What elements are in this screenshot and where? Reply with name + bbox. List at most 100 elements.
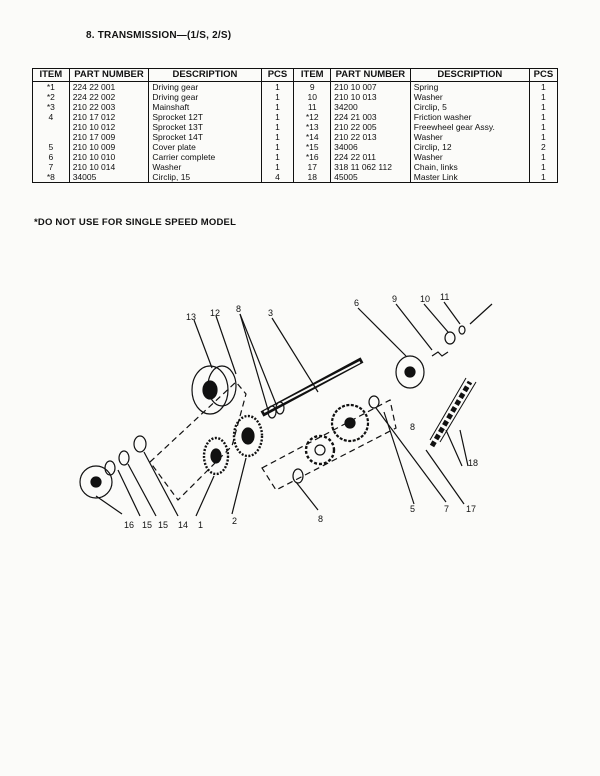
col-part-number: PART NUMBER <box>68 68 150 82</box>
cell-part-number: 210 10 010 <box>68 152 150 162</box>
cell-pcs: 1 <box>260 122 295 132</box>
washer-16 <box>79 465 113 499</box>
cell-pcs: 1 <box>528 81 559 92</box>
cell-description: Freewheel gear Assy. <box>409 122 530 132</box>
cell-part-number: 224 22 002 <box>68 92 150 102</box>
cell-part-number: 34200 <box>330 102 411 112</box>
cell-description: Chain, links <box>409 162 530 172</box>
cell-item: 6 <box>32 152 70 162</box>
cell-item: 5 <box>32 142 70 152</box>
carrier-outline-right <box>261 399 397 491</box>
cell-pcs: 1 <box>528 102 559 112</box>
cell-pcs: 1 <box>528 172 559 183</box>
cell-part-number: 210 17 009 <box>68 132 150 142</box>
cell-part-number: 210 10 012 <box>68 122 150 132</box>
freewheel-gear-assy <box>191 365 229 415</box>
cell-pcs: 1 <box>528 122 559 132</box>
cell-description: Cover plate <box>148 142 262 152</box>
callout-label: 8 <box>318 514 323 524</box>
cell-description: Master Link <box>409 172 530 183</box>
cell-pcs: 1 <box>528 112 559 122</box>
cell-part-number: 210 10 009 <box>68 142 150 152</box>
col-pcs: PCS <box>528 68 559 82</box>
callout-label: 8 <box>410 422 415 432</box>
cell-part-number: 318 11 062 112 <box>330 162 411 172</box>
cell-pcs: 1 <box>260 81 295 92</box>
callout-label: 9 <box>392 294 397 304</box>
cell-description: Friction washer <box>409 112 530 122</box>
cell-pcs: 1 <box>260 152 295 162</box>
cell-description: Sprocket 12T <box>148 112 262 122</box>
cell-part-number: 210 22 003 <box>68 102 150 112</box>
cell-part-number: 210 22 013 <box>330 132 411 142</box>
col-description: DESCRIPTION <box>148 68 262 82</box>
callout-label: 6 <box>354 298 359 308</box>
cell-item: 4 <box>32 112 70 122</box>
cover-plate <box>330 403 370 443</box>
cell-pcs: 1 <box>528 162 559 172</box>
circlip-15b <box>104 460 116 476</box>
cell-part-number: 224 21 003 <box>330 112 411 122</box>
callout-label: 14 <box>178 520 188 530</box>
cell-part-number: 34006 <box>330 142 411 152</box>
cell-description: Circlip, 12 <box>409 142 530 152</box>
cell-part-number: 45005 <box>330 172 411 183</box>
cell-item <box>32 122 70 132</box>
callout-label: 15 <box>158 520 168 530</box>
cell-item: *3 <box>32 102 70 112</box>
cell-pcs: 1 <box>260 92 295 102</box>
washer-14 <box>133 435 147 453</box>
callout-label: 10 <box>420 294 430 304</box>
callout-label: 15 <box>142 520 152 530</box>
cell-pcs: 1 <box>528 152 559 162</box>
callout-label: 2 <box>232 516 237 526</box>
cell-item <box>32 132 70 142</box>
cell-description: Circlip, 5 <box>409 102 530 112</box>
cell-description: Sprocket 14T <box>148 132 262 142</box>
cell-part-number: 210 10 013 <box>330 92 411 102</box>
callout-label: 12 <box>210 308 220 318</box>
cell-pcs: 1 <box>260 162 295 172</box>
cell-part-number: 34005 <box>68 172 150 183</box>
callout-label: 13 <box>186 312 196 322</box>
cell-item: *16 <box>293 152 332 162</box>
cell-description: Washer <box>409 152 530 162</box>
cell-item: 9 <box>293 81 332 92</box>
circlip-15 <box>118 450 130 466</box>
callout-label: 11 <box>440 292 449 302</box>
cell-description: Driving gear <box>148 92 262 102</box>
cell-pcs: 1 <box>260 142 295 152</box>
circlip-11 <box>458 325 466 335</box>
cell-part-number: 210 10 007 <box>330 81 411 92</box>
cell-pcs: 1 <box>528 92 559 102</box>
callout-label: 5 <box>410 504 415 514</box>
col-part-number: PART NUMBER <box>330 68 411 82</box>
cell-pcs: 1 <box>528 132 559 142</box>
single-speed-note: *DO NOT USE FOR SINGLE SPEED MODEL <box>34 217 237 228</box>
cell-part-number: 224 22 011 <box>330 152 411 162</box>
washer-7 <box>368 395 380 409</box>
friction-washer <box>267 405 277 419</box>
cell-item: *2 <box>32 92 70 102</box>
cell-description: Mainshaft <box>148 102 262 112</box>
callout-label: 17 <box>466 504 476 514</box>
cell-pcs: 1 <box>260 102 295 112</box>
cell-item: 18 <box>293 172 332 183</box>
cell-description: Washer <box>409 132 530 142</box>
cell-part-number: 210 22 005 <box>330 122 411 132</box>
cell-description: Carrier complete <box>148 152 262 162</box>
cell-item: *15 <box>293 142 332 152</box>
cell-item: 10 <box>293 92 332 102</box>
cell-part-number: 224 22 001 <box>68 81 150 92</box>
